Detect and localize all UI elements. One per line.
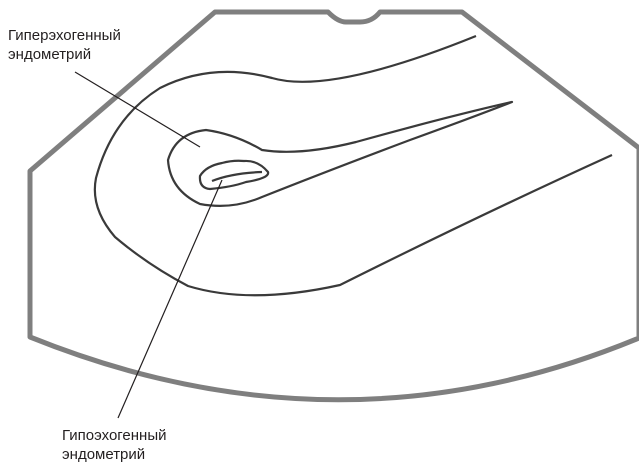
hyperechoic-label-line2: эндометрий	[8, 45, 121, 64]
uterus-outer-contour	[95, 36, 612, 295]
ultrasound-sector-frame	[30, 12, 639, 400]
hyperechoic-endometrium-contour	[168, 102, 512, 206]
hyperechoic-leader-line	[75, 72, 200, 147]
hypoechoic-endometrium-contour	[200, 161, 268, 189]
hyperechoic-endometrium-label: Гиперэхогенный эндометрий	[8, 26, 121, 64]
hypoechoic-endometrium-label: Гипоэхогенный эндометрий	[62, 426, 167, 464]
hyperechoic-label-line1: Гиперэхогенный	[8, 26, 121, 45]
hypoechoic-label-line2: эндометрий	[62, 445, 167, 464]
hypoechoic-label-line1: Гипоэхогенный	[62, 426, 167, 445]
